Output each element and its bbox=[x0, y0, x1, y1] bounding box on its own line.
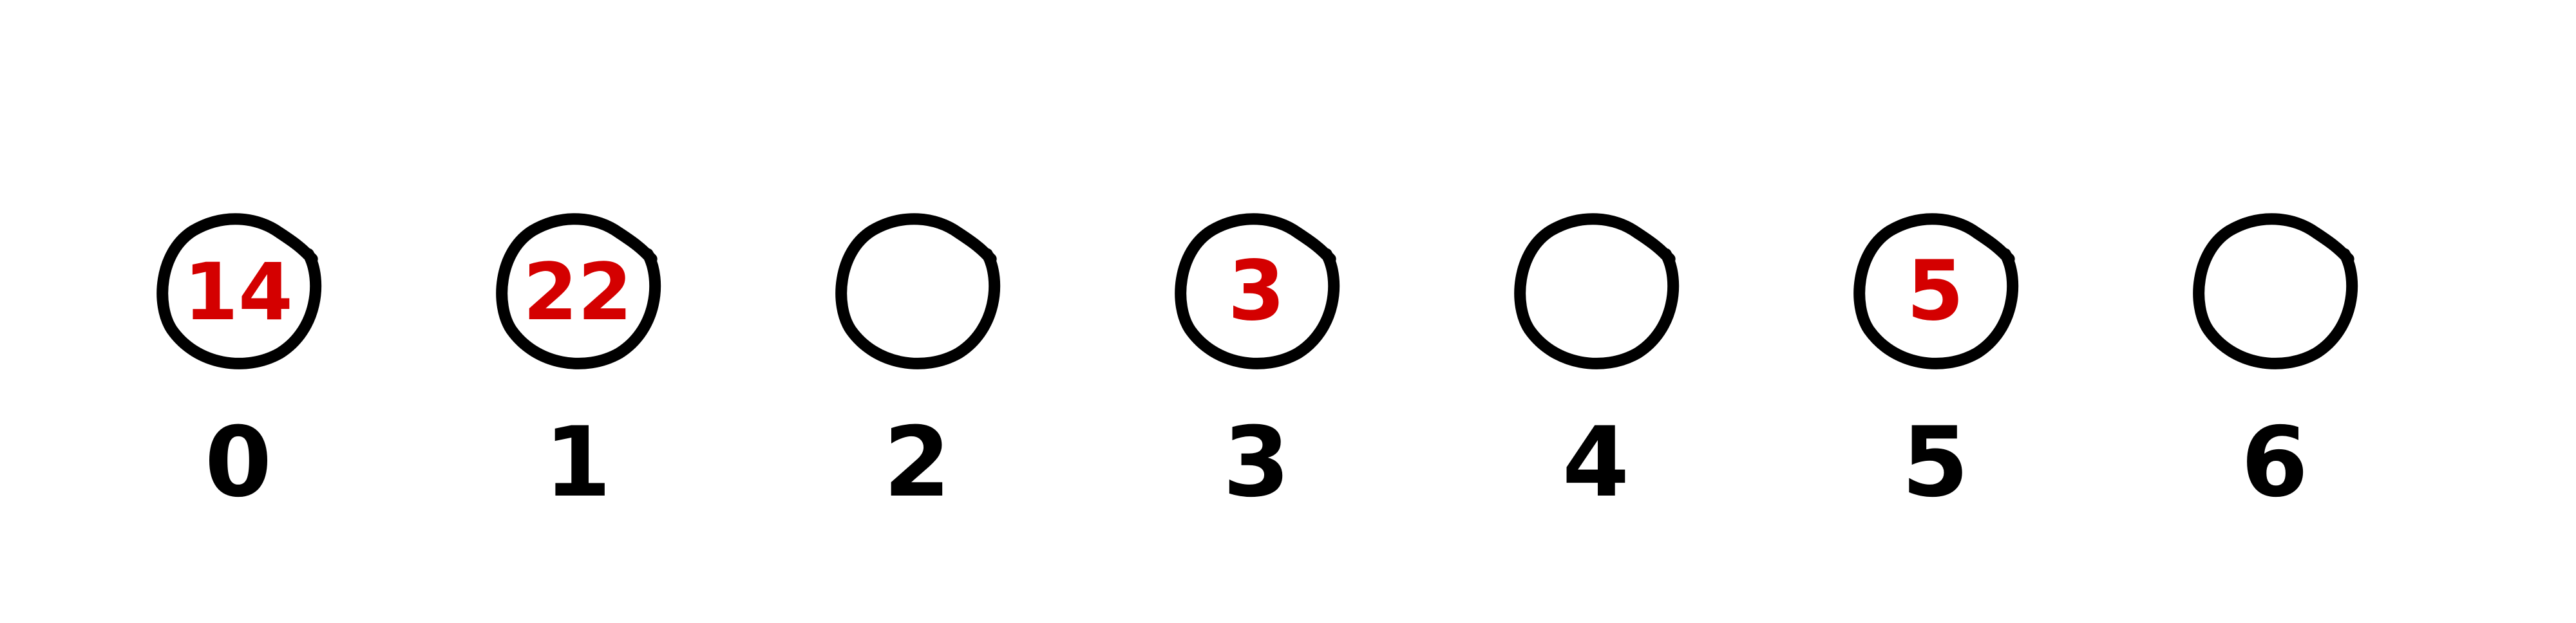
array-slot-4: 4 bbox=[1514, 213, 1680, 519]
slot-value: 5 bbox=[1906, 243, 1964, 339]
slot-circle bbox=[2193, 213, 2358, 369]
slot-circle bbox=[496, 213, 661, 369]
slot-value: 14 bbox=[184, 246, 293, 338]
array-slot-0: 14 0 bbox=[156, 213, 322, 519]
slot-index-label: 4 bbox=[1562, 407, 1629, 519]
slot-index-label: 3 bbox=[1223, 407, 1290, 519]
array-slot-6: 6 bbox=[2193, 213, 2358, 519]
array-slot-3: 33 bbox=[1175, 213, 1340, 519]
slot-index-label: 6 bbox=[2241, 407, 2308, 519]
slot-value: 3 bbox=[1227, 243, 1285, 339]
slot-circle bbox=[1514, 213, 1680, 369]
slot-index-label: 0 bbox=[205, 407, 272, 519]
slot-circle bbox=[156, 213, 322, 369]
slot-value: 22 bbox=[523, 246, 632, 338]
slot-index-label: 1 bbox=[544, 407, 611, 519]
array-slot-5: 55 bbox=[1853, 213, 2019, 519]
slot-circle bbox=[835, 213, 1001, 369]
array-slot-1: 22 1 bbox=[496, 213, 661, 519]
array-slot-2: 2 bbox=[835, 213, 1001, 519]
slot-circle bbox=[1175, 213, 1340, 369]
slot-circle bbox=[1853, 213, 2019, 369]
slot-index-label: 5 bbox=[1902, 407, 1969, 519]
slot-index-label: 2 bbox=[884, 407, 951, 519]
